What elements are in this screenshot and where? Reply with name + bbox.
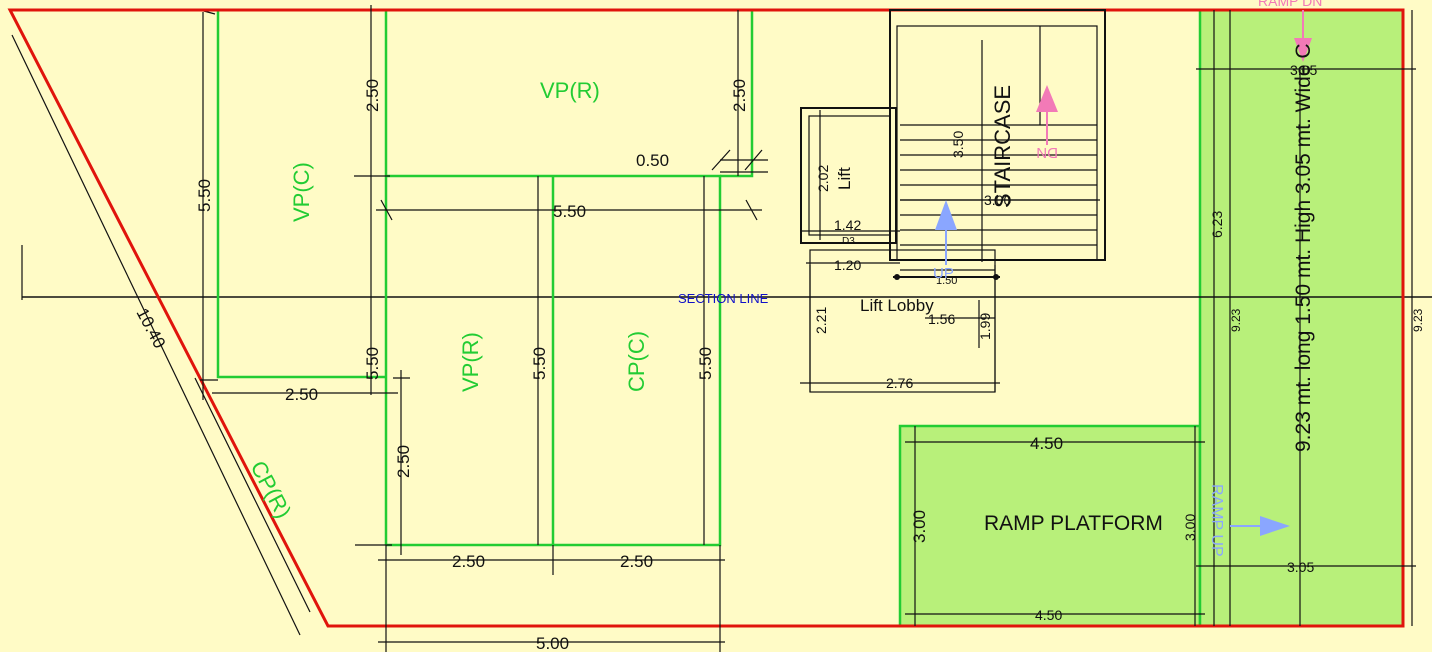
label-vp-r-mid: VP(R) xyxy=(458,332,483,392)
dim-250-bottom-a: 2.50 xyxy=(452,552,485,571)
dim-1040: 10.40 xyxy=(132,305,169,351)
label-dn: DN xyxy=(1036,144,1058,161)
dim-250-topright: 2.50 xyxy=(730,79,749,112)
dim-156: 1.56 xyxy=(928,311,955,327)
staircase-block xyxy=(889,9,1106,280)
dim-300-ramp-right: 3.00 xyxy=(1182,514,1198,541)
ramp-area xyxy=(1198,8,1405,628)
pink-arrow-up-icon xyxy=(1036,85,1058,145)
pink-arrow-down-icon xyxy=(1294,10,1312,62)
dim-276: 2.76 xyxy=(886,375,913,391)
dim-250-vert: 2.50 xyxy=(394,445,413,478)
parking-outlines xyxy=(216,10,754,547)
dim-150: 1.50 xyxy=(936,275,957,287)
blue-arrow-right-icon xyxy=(1230,516,1290,536)
label-section-line: SECTION LINE xyxy=(678,291,769,306)
dim-250-topleft: 2.50 xyxy=(363,79,382,112)
dim-923-b: 9.23 xyxy=(1411,308,1425,332)
dim-300-ramp-left: 3.00 xyxy=(910,510,929,543)
dim-550-left: 5.50 xyxy=(195,179,214,212)
dim-550-right: 5.50 xyxy=(696,347,715,380)
dim-305-bottom: 3.05 xyxy=(1287,559,1314,575)
dim-500: 5.00 xyxy=(536,634,569,652)
label-cp-c: CP(C) xyxy=(624,331,649,392)
dim-623: 6.23 xyxy=(1209,211,1225,238)
dim-550-mid: 5.50 xyxy=(530,347,549,380)
lift-lobby-box xyxy=(809,249,996,393)
label-up: UP xyxy=(933,265,954,282)
diagonal-dimension-lines xyxy=(11,9,311,636)
dim-350: 3.50 xyxy=(950,131,966,158)
label-vp-c: VP(C) xyxy=(289,162,314,222)
dim-250-bottom-b: 2.50 xyxy=(620,552,653,571)
label-ramp-spec: 9.23 mt. long 1.50 mt. High 3.05 mt. Wid… xyxy=(1292,43,1315,452)
label-lift: Lift xyxy=(835,167,854,190)
ramp-platform-area xyxy=(898,424,1202,628)
label-vp-r-top: VP(R) xyxy=(540,78,600,103)
dim-142: 1.42 xyxy=(834,217,861,233)
dim-250-horiz-left: 2.50 xyxy=(285,385,318,404)
label-ramp-up: RAMP UP xyxy=(1208,484,1225,557)
label-ramp-dn: RAMP DN xyxy=(1258,0,1322,9)
dim-300-stair: 3.00 xyxy=(984,192,1011,208)
blue-arrow-up-icon xyxy=(935,200,957,265)
dim-550-horiz: 5.50 xyxy=(553,202,586,221)
dim-923-a: 9.23 xyxy=(1229,308,1243,332)
dim-450-bottom: 4.50 xyxy=(1035,607,1062,623)
label-staircase: STAIRCASE xyxy=(990,85,1015,208)
dim-050: 0.50 xyxy=(636,151,669,170)
label-d3: D3 xyxy=(842,236,855,247)
dim-221: 2.21 xyxy=(813,307,829,334)
dim-120: 1.20 xyxy=(834,257,861,273)
dim-305-top: 3.05 xyxy=(1290,62,1317,78)
dim-550-lower: 5.50 xyxy=(363,347,382,380)
label-ramp-platform: RAMP PLATFORM xyxy=(984,512,1163,535)
label-lift-lobby: Lift Lobby xyxy=(860,296,934,315)
dim-199: 1.99 xyxy=(977,313,993,340)
dim-450-top: 4.50 xyxy=(1030,434,1063,453)
dim-202: 2.02 xyxy=(815,165,831,192)
label-cp-r: CP(R) xyxy=(246,457,297,523)
